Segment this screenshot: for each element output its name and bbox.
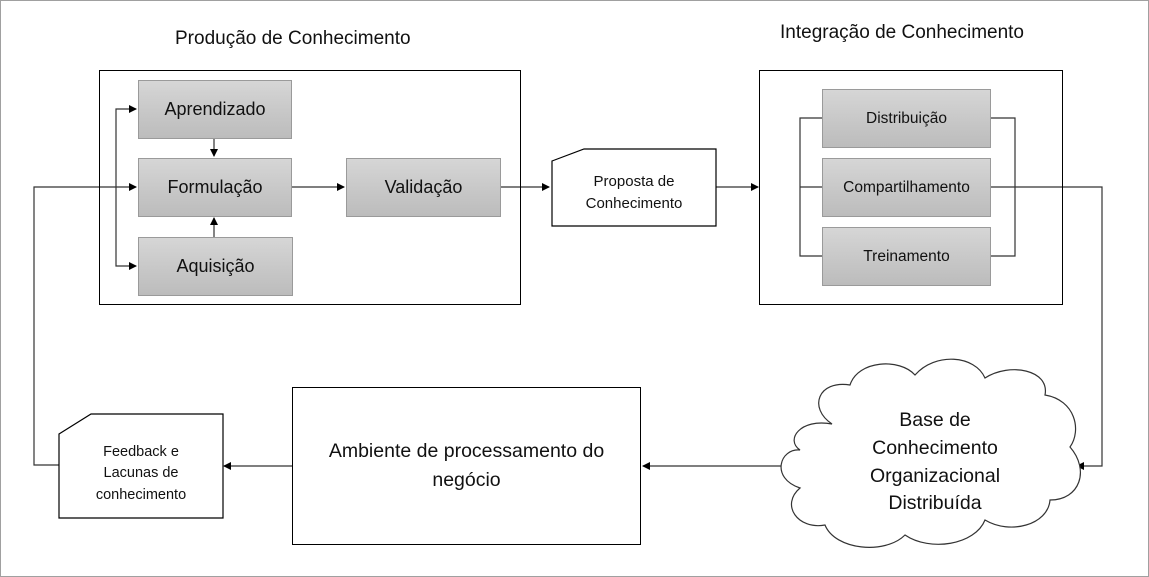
step-sharing: Compartilhamento — [822, 158, 991, 217]
integration-container — [759, 70, 1063, 305]
proposal-line-2: Conhecimento — [585, 195, 683, 212]
production-container — [99, 70, 521, 305]
integration-title: Integração de Conhecimento — [780, 22, 1024, 43]
branch-to-acquisition — [115, 187, 137, 270]
step-validation: Validação — [346, 158, 501, 217]
cloud-shape — [780, 358, 1081, 548]
feedback-document: Feedback e Lacunas de conhecimento — [59, 430, 223, 518]
knowledge-base: Base de Conhecimento Organizacional Dist… — [810, 405, 1060, 520]
proposal-document: Proposta de Conhecimento — [552, 160, 716, 226]
knowledge-base-line-2: Conhecimento — [872, 436, 998, 459]
business-environment: Ambiente de processamento do negócio — [292, 387, 641, 545]
step-training: Treinamento — [822, 227, 991, 286]
step-distribution: Distribuição — [822, 89, 991, 148]
knowledge-base-line-4: Distribuída — [888, 492, 982, 515]
production-title: Produção de Conhecimento — [175, 28, 411, 49]
business-environment-line-1: Ambiente de processamento do — [328, 439, 605, 462]
integration-to-knowledge-base — [990, 186, 1103, 470]
feedback-line-2: Lacunas de — [103, 465, 179, 482]
feedback-line-3: conhecimento — [95, 486, 187, 503]
step-learning: Aprendizado — [138, 80, 292, 139]
feedback-line-1: Feedback e — [103, 444, 179, 461]
knowledge-base-line-1: Base de — [899, 409, 971, 432]
proposal-line-1: Proposta de — [593, 173, 675, 191]
step-formulation: Formulação — [138, 158, 292, 217]
branch-to-learning — [115, 105, 137, 187]
step-acquisition: Aquisição — [138, 237, 293, 296]
feedback-loop-line — [33, 183, 137, 466]
proposal-document-shape — [551, 148, 717, 227]
integration-left-bracket — [799, 117, 822, 257]
knowledge-base-line-3: Organizacional — [869, 464, 1001, 487]
feedback-document-shape — [58, 413, 224, 519]
business-environment-line-2: negócio — [432, 469, 501, 491]
